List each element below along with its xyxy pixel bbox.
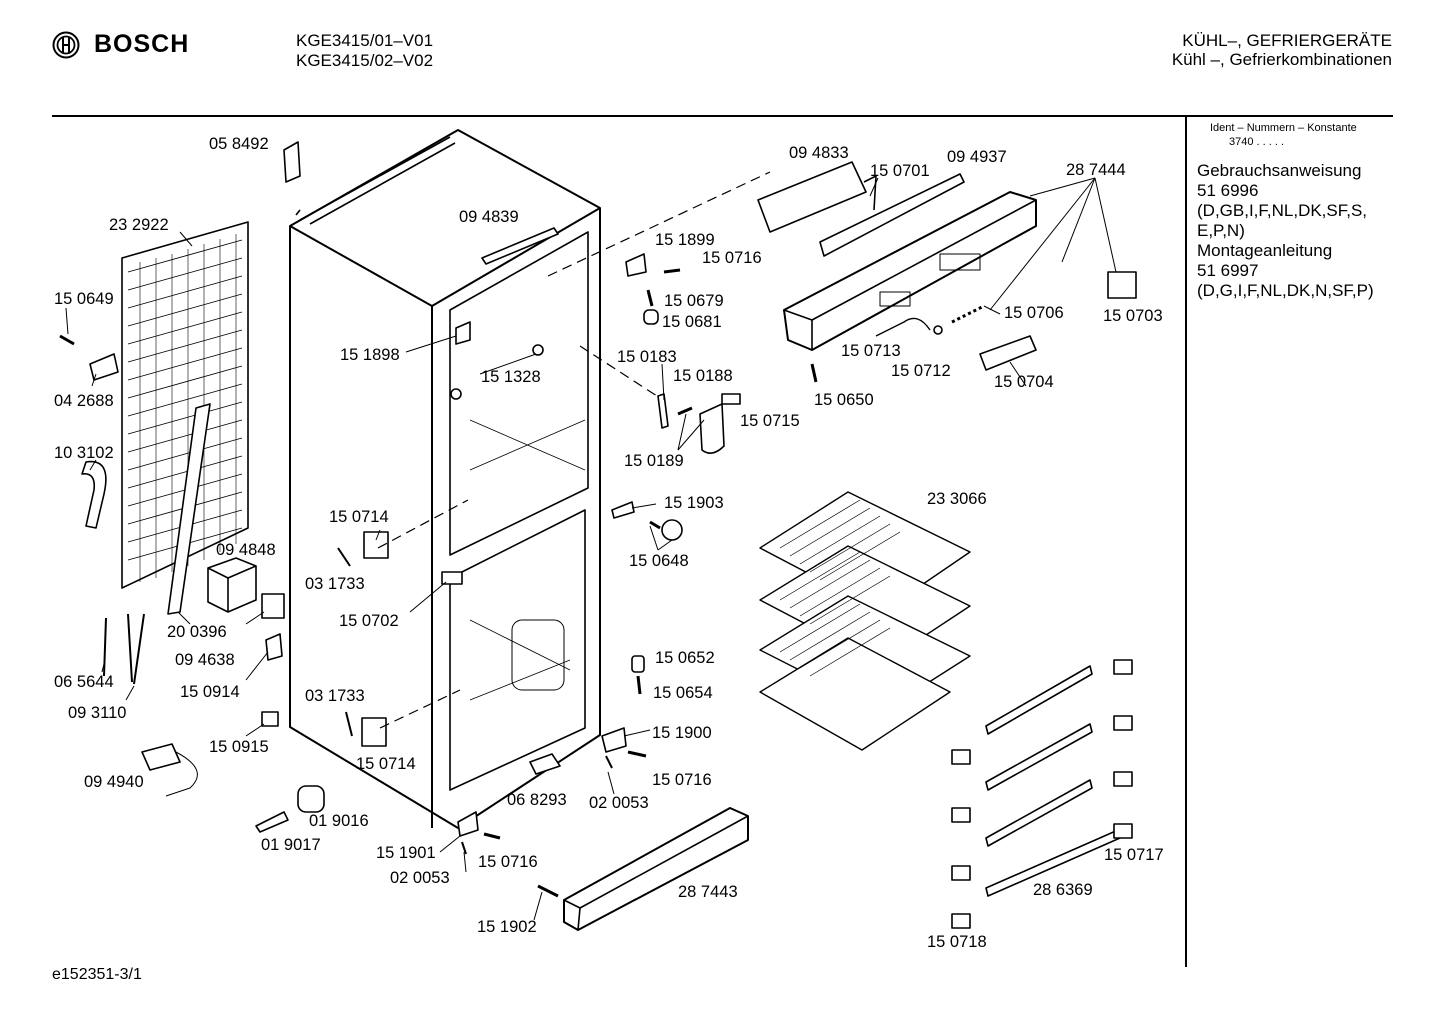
part-label: 09 4833: [789, 144, 849, 162]
part-label: 15 0701: [870, 162, 930, 180]
bosch-logo-icon: [52, 31, 80, 58]
part-label: 15 0650: [814, 391, 874, 409]
part-label: 15 0714: [356, 755, 416, 773]
part-label: 09 4638: [175, 651, 235, 669]
leader-lines: [65, 177, 1117, 921]
brand-header: BOSCH: [52, 30, 189, 59]
part-label: 23 2922: [109, 216, 169, 234]
part-label: 09 4839: [459, 208, 519, 226]
part-label: 15 1901: [376, 844, 436, 862]
doc-line: (D,G,I,F,NL,DK,N,SF,P): [1197, 281, 1374, 300]
part-label: 28 7443: [678, 883, 738, 901]
ident-block: Ident – Nummern – Konstante 3740 . . . .…: [1210, 121, 1357, 149]
part-label: 15 0189: [624, 452, 684, 470]
part-label: 03 1733: [305, 575, 365, 593]
sidebar-divider: [1185, 117, 1187, 967]
part-label: 15 0703: [1103, 307, 1163, 325]
drawing-code: e152351-3/1: [52, 966, 142, 983]
part-label: 02 0053: [589, 794, 649, 812]
doc-line: 51 6997: [1197, 261, 1259, 280]
model-number: KGE3415/02–V02: [296, 51, 434, 70]
part-label: 15 0649: [54, 290, 114, 308]
part-label: 01 9017: [261, 836, 321, 854]
ident-label: Ident – Nummern – Konstante: [1210, 122, 1357, 134]
part-label: 10 3102: [54, 444, 114, 462]
part-label: 15 0718: [927, 933, 987, 951]
part-label: 15 0914: [180, 683, 240, 701]
part-label: 15 0712: [891, 362, 951, 380]
part-label: 28 6369: [1033, 881, 1093, 899]
doc-line: Montageanleitung: [1197, 241, 1333, 260]
part-label: 15 0679: [664, 292, 724, 310]
part-label: 04 2688: [54, 392, 114, 410]
doc-line: 51 6996: [1197, 181, 1259, 200]
doc-line: E,P,N): [1197, 221, 1245, 240]
part-label: 15 0717: [1104, 846, 1164, 864]
doc-line: (D,GB,I,F,NL,DK,SF,S,: [1197, 201, 1368, 220]
cabinet-body: [289, 129, 601, 829]
part-label: 15 1898: [340, 346, 400, 364]
part-label: 15 0648: [629, 552, 689, 570]
ident-value: 3740 . . . . .: [1229, 136, 1285, 148]
model-number: KGE3415/01–V01: [296, 31, 434, 50]
exploded-parts-diagram: 05 8492 23 2922 15 0649 04 2688 10 3102 …: [54, 129, 1164, 951]
part-label: 09 3110: [68, 704, 126, 722]
part-label: 15 0716: [652, 771, 712, 789]
part-label: 15 0652: [655, 649, 715, 667]
header-divider: [52, 115, 1393, 117]
part-label: 01 9016: [309, 812, 369, 830]
assembly-guides: [377, 171, 771, 729]
part-label: 03 1733: [305, 687, 365, 705]
part-label: 15 0654: [653, 684, 713, 702]
part-label: 15 0915: [209, 738, 269, 756]
part-label: 15 0716: [702, 249, 762, 267]
part-label: 09 4940: [84, 773, 144, 791]
part-label: 28 7444: [1066, 161, 1126, 179]
category-title: KÜHL–, GEFRIERGERÄTE: [1182, 31, 1392, 50]
part-label: 15 1903: [664, 494, 724, 512]
wire-shelves: [759, 491, 971, 751]
part-label: 15 0704: [994, 373, 1054, 391]
part-number-labels: 05 8492 23 2922 15 0649 04 2688 10 3102 …: [54, 135, 1164, 951]
appliance-category: KÜHL–, GEFRIERGERÄTE Kühl –, Gefrierkomb…: [1172, 31, 1392, 69]
doc-line: Gebrauchsanweisung: [1197, 161, 1362, 180]
part-label: 15 0714: [329, 508, 389, 526]
part-label: 20 0396: [167, 623, 227, 641]
part-label: 15 0681: [662, 313, 722, 331]
part-label: 15 1328: [481, 368, 541, 386]
part-label: 09 4937: [947, 148, 1007, 166]
part-label: 05 8492: [209, 135, 269, 153]
part-label: 06 8293: [507, 791, 567, 809]
category-subtitle: Kühl –, Gefrierkombinationen: [1171, 50, 1392, 69]
part-label: 15 0713: [841, 342, 901, 360]
part-label: 23 3066: [927, 490, 987, 508]
part-label: 06 5644: [54, 673, 114, 691]
part-label: 15 1902: [477, 918, 537, 936]
part-label: 15 0706: [1004, 304, 1064, 322]
part-label: 15 1899: [655, 231, 715, 249]
brand-name: BOSCH: [94, 30, 190, 58]
part-label: 15 1900: [652, 724, 712, 742]
part-label: 15 0183: [617, 348, 677, 366]
part-label: 15 0715: [740, 412, 800, 430]
document-list: Gebrauchsanweisung 51 6996 (D,GB,I,F,NL,…: [1197, 161, 1374, 301]
part-label: 15 0702: [339, 612, 399, 630]
part-label: 15 0716: [478, 853, 538, 871]
part-label: 15 0188: [673, 367, 733, 385]
part-label: 09 4848: [216, 541, 276, 559]
model-numbers: KGE3415/01–V01 KGE3415/02–V02: [296, 31, 433, 71]
part-label: 02 0053: [390, 869, 450, 887]
